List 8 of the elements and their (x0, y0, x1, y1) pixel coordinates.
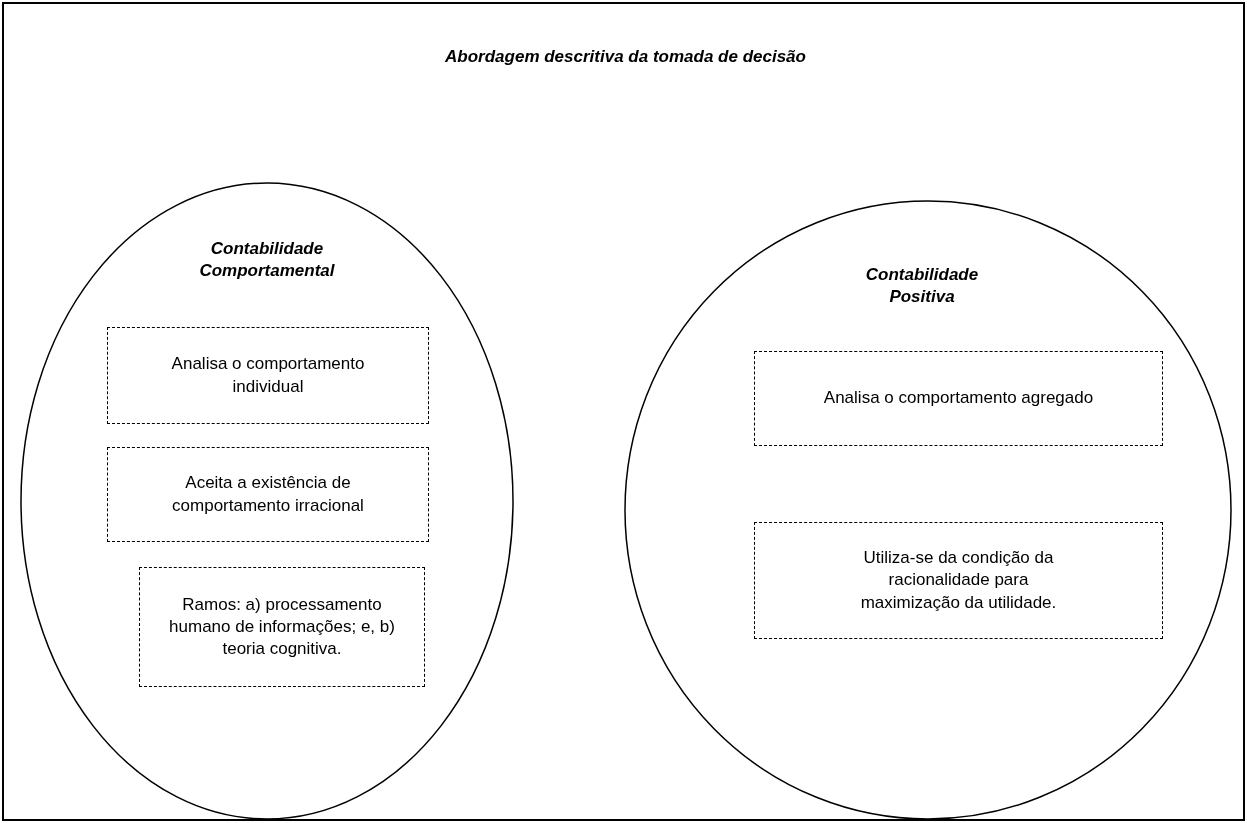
circle-heading: Contabilidade Comportamental (198, 238, 336, 283)
statement-box: Utiliza-se da condição da racionalidade para maximização da utilidade. (754, 522, 1163, 639)
statement-box: Ramos: a) processamento humano de informações; e, b) teoria cognitiva. (139, 567, 425, 687)
circle-heading: Contabilidade Positiva (864, 264, 980, 309)
statement-box: Aceita a existência de comportamento irracional (107, 447, 429, 542)
frame-heading: Abordagem descritiva da tomada de decisão (444, 46, 807, 68)
statement-box: Analisa o comportamento individual (107, 327, 429, 424)
statement-box: Analisa o comportamento agregado (754, 351, 1163, 446)
